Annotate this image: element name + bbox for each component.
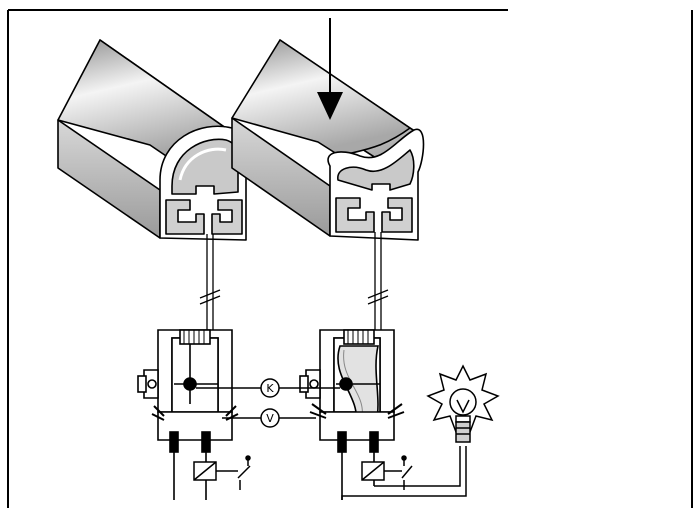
right-rubber-profile xyxy=(231,39,425,241)
left-switch-icon xyxy=(232,455,251,490)
right-air-tube xyxy=(367,232,389,330)
v-label: V xyxy=(266,412,274,425)
k-label: K xyxy=(266,382,274,395)
k-measurement-line xyxy=(196,378,340,398)
left-air-tube xyxy=(199,234,221,330)
downward-force-arrow-icon xyxy=(317,18,343,120)
left-rubber-profile xyxy=(57,39,250,241)
right-switch-icon xyxy=(341,446,467,500)
left-pressure-switch xyxy=(137,329,239,500)
left-relay-coil-icon xyxy=(193,461,232,481)
diagram-frame xyxy=(7,9,693,508)
lightbulb-icon xyxy=(426,364,500,443)
right-relay-coil-icon xyxy=(361,461,385,481)
v-measurement-line xyxy=(222,408,316,428)
right-pressure-switch xyxy=(299,329,405,500)
